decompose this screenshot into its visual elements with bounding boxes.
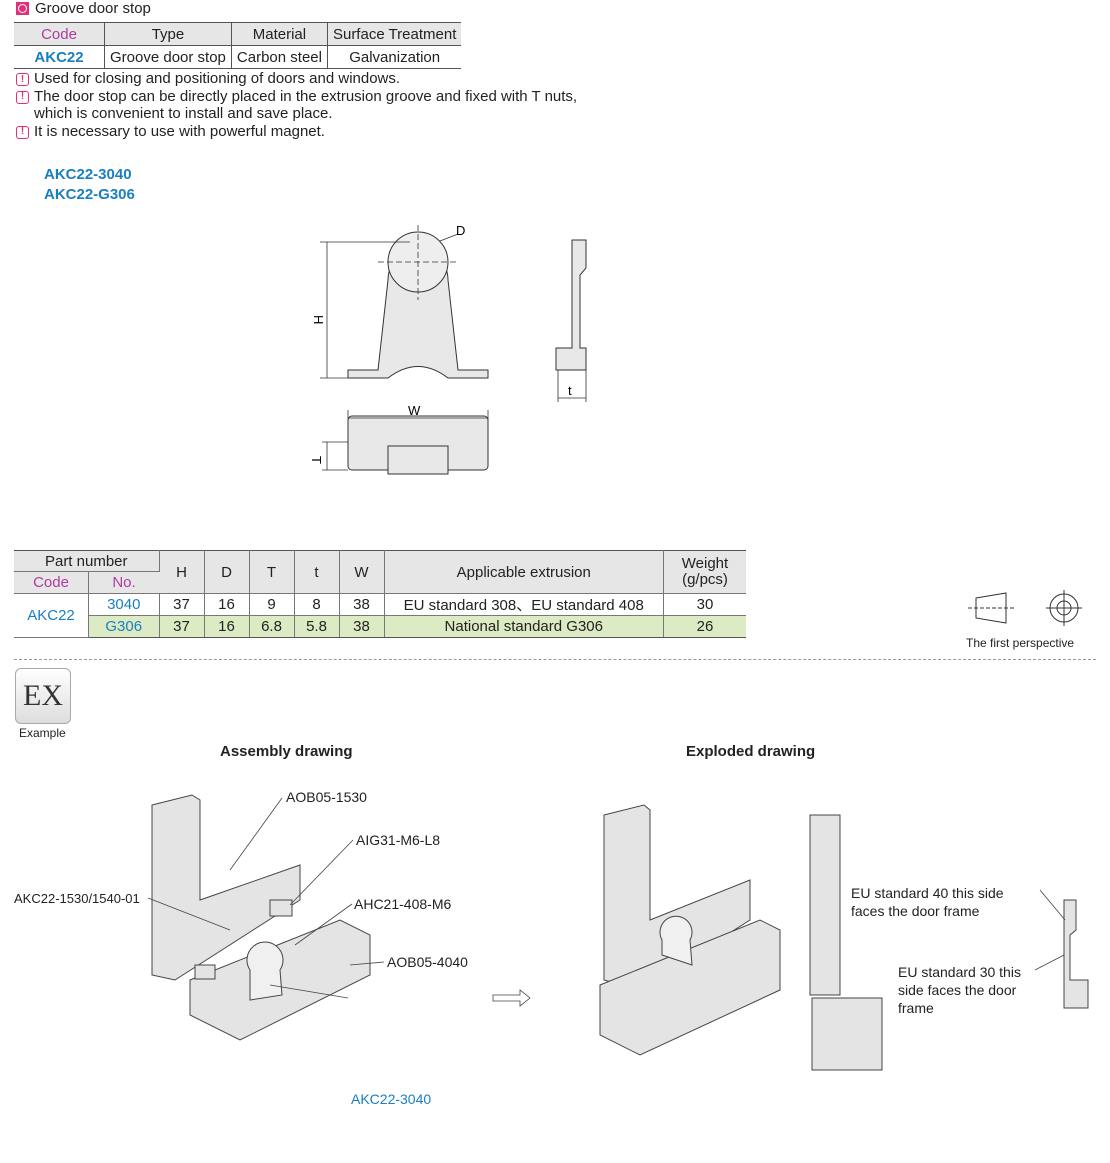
callout-label: AOB05-4040 [387, 954, 468, 970]
perspective-label: The first perspective [966, 636, 1075, 650]
header-w: W [339, 550, 385, 594]
divider [14, 659, 1096, 660]
cell-t-small: 5.8 [294, 615, 340, 638]
warning-icon: ! [16, 90, 29, 104]
note-line: EU standard 40 this side [851, 885, 1004, 901]
dim-t: T [309, 456, 324, 464]
technical-drawing: D H t W T [309, 223, 587, 475]
cell-type: Groove door stop [104, 45, 232, 69]
header-type: Type [104, 22, 232, 46]
cell-t: 9 [249, 593, 295, 616]
example-label: Example [19, 726, 66, 740]
cell-surface: Galvanization [349, 48, 441, 66]
header-code: Code [14, 571, 89, 594]
cell-extrusion: EU standard 308、EU standard 408 [384, 593, 664, 616]
header-material: Material [231, 22, 328, 46]
section-title: Groove door stop [16, 0, 151, 17]
callout-label: AIG31-M6-L8 [356, 832, 441, 848]
cell-no: G306 [88, 615, 160, 638]
notes: ! Used for closing and positioning of doo… [16, 70, 577, 140]
first-angle-projection-icon [968, 590, 1082, 626]
cell-code: AKC22 [14, 593, 89, 638]
assembly-heading: Assembly drawing [220, 743, 353, 760]
weight-unit: (g/pcs) [682, 571, 728, 588]
note-line: The door stop can be directly placed in … [34, 87, 578, 105]
note-line: which is convenient to install and save … [34, 105, 333, 122]
note: Used for closing and positioning of door… [34, 70, 401, 87]
cell-weight: 30 [663, 593, 746, 616]
header-part-number: Part number [14, 550, 160, 572]
exploded-heading: Exploded drawing [686, 743, 816, 760]
cell-weight: 26 [663, 615, 746, 638]
exploded-note-30: EU standard 30 this side faces the door fr… [898, 963, 1021, 1017]
circle-bullet-icon [16, 2, 29, 15]
cell-extrusion: National standard G306 [384, 615, 664, 638]
callout-label: AHC21-408-M6 [354, 896, 452, 912]
cell-w: 38 [339, 615, 385, 638]
cell-d: 16 [204, 615, 250, 638]
note: The door stop can be directly placed in … [34, 88, 577, 123]
warning-icon: ! [16, 73, 29, 86]
header-t: T [249, 550, 295, 594]
note-line: faces the door frame [851, 903, 980, 919]
header-h: H [159, 550, 205, 594]
weight-label: Weight [681, 555, 729, 572]
header-code: Code [14, 22, 105, 46]
code-item: AKC22-3040 [44, 166, 132, 183]
note-line: EU standard 30 this [898, 964, 1021, 980]
header-extrusion: Applicable extrusion [384, 550, 664, 594]
dim-d: D [456, 223, 465, 238]
dim-w: W [408, 403, 421, 418]
warning-icon: ! [16, 125, 29, 139]
note: It is necessary to use with powerful mag… [34, 122, 325, 140]
cell-material: Carbon steel [231, 45, 328, 69]
callout-label: AKC22-3040 [351, 1091, 432, 1107]
example-icon: EX [15, 668, 71, 724]
cell-t: 6.8 [249, 615, 295, 638]
cell-w: 38 [339, 593, 385, 616]
note-line: frame [898, 1000, 934, 1016]
note-line: side faces the door [898, 982, 1017, 998]
spec-table: Part number H D T t W Applicable extrusi… [14, 550, 746, 638]
cell-d: 16 [204, 593, 250, 616]
cell-h: 37 [159, 593, 205, 616]
header-t-small: t [294, 550, 340, 594]
cell-h: 37 [159, 615, 205, 638]
header-weight: Weight(g/pcs) [663, 550, 746, 594]
assembly-illustrations [147, 794, 1089, 1071]
cell-t-small: 8 [294, 593, 340, 616]
callout-label: AKC22-1530/1540-01 [14, 891, 140, 906]
header-surface: Surface Treatment [327, 22, 462, 46]
dim-t-small: t [568, 383, 572, 398]
exploded-note-40: EU standard 40 this side faces the door f… [851, 884, 1004, 920]
title-text: Groove door stop [35, 0, 151, 17]
header-no: No. [88, 571, 159, 594]
cell-no: 3040 [88, 593, 160, 616]
header-d: D [204, 550, 250, 594]
cell-code: AKC22 [14, 45, 105, 69]
dim-h: H [311, 315, 326, 324]
code-item: AKC22-G306 [44, 186, 135, 203]
callout-label: AOB05-1530 [286, 789, 367, 805]
